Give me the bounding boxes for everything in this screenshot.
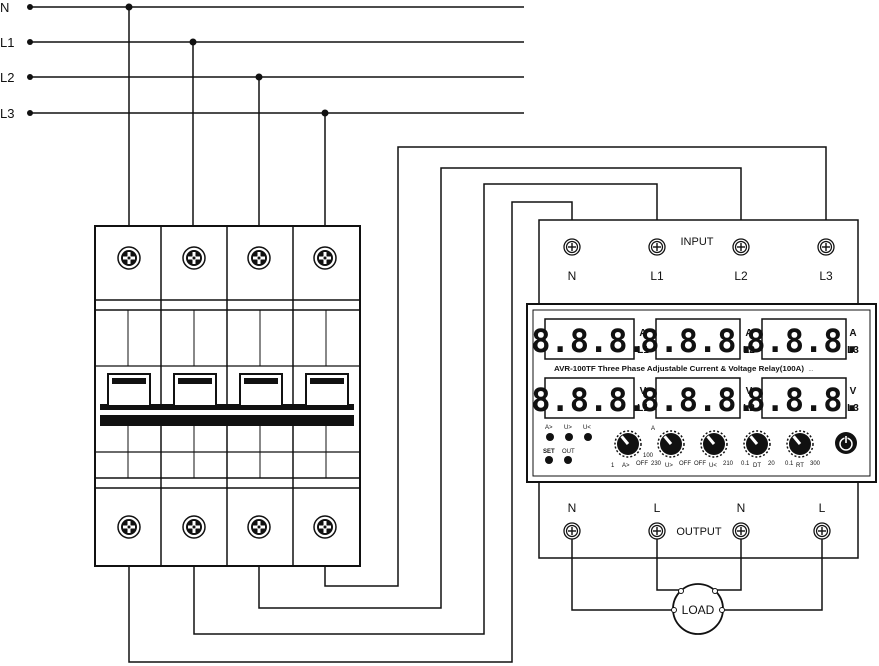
knob-header: A: [651, 426, 655, 432]
indicator-label-over-voltage: U>: [564, 425, 572, 431]
knob-2-name: U>: [665, 463, 673, 469]
knob-4-max: 20: [768, 461, 775, 467]
knob-5-name: RT: [796, 463, 804, 469]
output-terminal-l2: L: [819, 501, 826, 515]
knob-1-min: 1: [611, 463, 615, 469]
indicator-label-out: OUT: [562, 449, 575, 455]
voltage-unit-l3: V: [850, 386, 857, 397]
voltage-phase-l1: L1: [637, 403, 649, 414]
bus-label-l1: L1: [0, 35, 14, 50]
load: LOAD: [671, 583, 725, 635]
knob-3-max: 210: [723, 461, 734, 467]
load-label: LOAD: [682, 603, 715, 617]
current-unit-l2: A: [745, 328, 752, 339]
voltage-unit-l1: V: [640, 386, 647, 397]
current-display-l1: 8.8.8.: [531, 322, 647, 360]
knob-1-extra: 100: [643, 453, 654, 459]
current-unit-l3: A: [849, 328, 856, 339]
feed-wires: [128, 146, 827, 663]
voltage-unit-l2: V: [746, 386, 753, 397]
input-terminal-n: N: [568, 269, 577, 283]
indicator-label-set: SET: [543, 449, 555, 455]
output-terminal-n1: N: [568, 501, 577, 515]
breaker-bottom-screw-2: [182, 515, 206, 539]
current-phase-l1: L1: [637, 345, 649, 356]
voltage-display-l2: 8.8.8.: [640, 381, 756, 419]
knob-5-min: 0.1: [785, 461, 794, 467]
bus-line-l2: [27, 74, 524, 80]
knob-1-max: OFF: [636, 461, 648, 467]
output-label: OUTPUT: [676, 526, 722, 538]
input-terminal-l2: L2: [734, 269, 748, 283]
current-display-l3: 8.8.8.: [746, 322, 862, 360]
breaker-top-screw-1: [117, 246, 141, 270]
output-terminal-l1: L: [654, 501, 661, 515]
input-terminal-l1: L1: [650, 269, 664, 283]
led-out: [564, 456, 572, 464]
output-terminal-n2: N: [737, 501, 746, 515]
power-icon: [835, 432, 857, 454]
knob-2-max: OFF: [679, 461, 691, 467]
current-phase-l2: L2: [743, 345, 755, 356]
bus-label-l2: L2: [0, 70, 14, 85]
input-terminal-l3: L3: [819, 269, 833, 283]
breaker-bottom-screw-3: [247, 515, 271, 539]
voltage-phase-l3: L3: [847, 403, 859, 414]
knob-2-min: 230: [651, 461, 662, 467]
breaker-bottom-screw-1: [117, 515, 141, 539]
bus-line-l1: [27, 39, 524, 45]
bus-label-l3: L3: [0, 106, 14, 121]
knob-5-max: 300: [810, 461, 821, 467]
breaker-top-screw-3: [247, 246, 271, 270]
bus-label-n: N: [0, 0, 9, 15]
breaker-top-screw-4: [313, 246, 337, 270]
voltage-display-l1: 8.8.8.: [531, 381, 647, 419]
led-under-voltage: [584, 433, 592, 441]
load-wires: [571, 539, 823, 611]
current-display-l2: 8.8.8.: [640, 322, 756, 360]
relay-model-text: AVR-100TF Three Phase Adjustable Current…: [554, 364, 805, 373]
breaker-top-screw-2: [182, 246, 206, 270]
bus-taps: [125, 3, 329, 228]
led-over-voltage: [565, 433, 573, 441]
knob-1-name: A>: [622, 463, 630, 469]
breaker-bottom-screw-4: [313, 515, 337, 539]
led-set: [545, 456, 553, 464]
voltage-relay: INPUT N L1 L2 L3 8.8.8. 8.8.8. 8.8.8. A …: [526, 219, 877, 559]
voltage-phase-l2: L2: [743, 403, 755, 414]
led-over-current: [546, 433, 554, 441]
knob-4-min: 0.1: [741, 461, 750, 467]
bus-line-n: [27, 4, 524, 10]
input-label: INPUT: [681, 236, 714, 248]
knob-4-name: DT: [753, 463, 761, 469]
bus-line-l3: [27, 110, 524, 116]
indicator-label-over-current: A>: [545, 425, 553, 431]
brand-mark: ⋯: [808, 368, 813, 374]
circuit-breaker: [94, 225, 361, 567]
indicator-label-under-voltage: U<: [583, 425, 591, 431]
current-unit-l1: A: [639, 328, 646, 339]
knob-3-min: OFF: [694, 461, 706, 467]
knob-3-name: U<: [709, 463, 717, 469]
voltage-display-l3: 8.8.8.: [746, 381, 862, 419]
current-phase-l3: L3: [847, 345, 859, 356]
